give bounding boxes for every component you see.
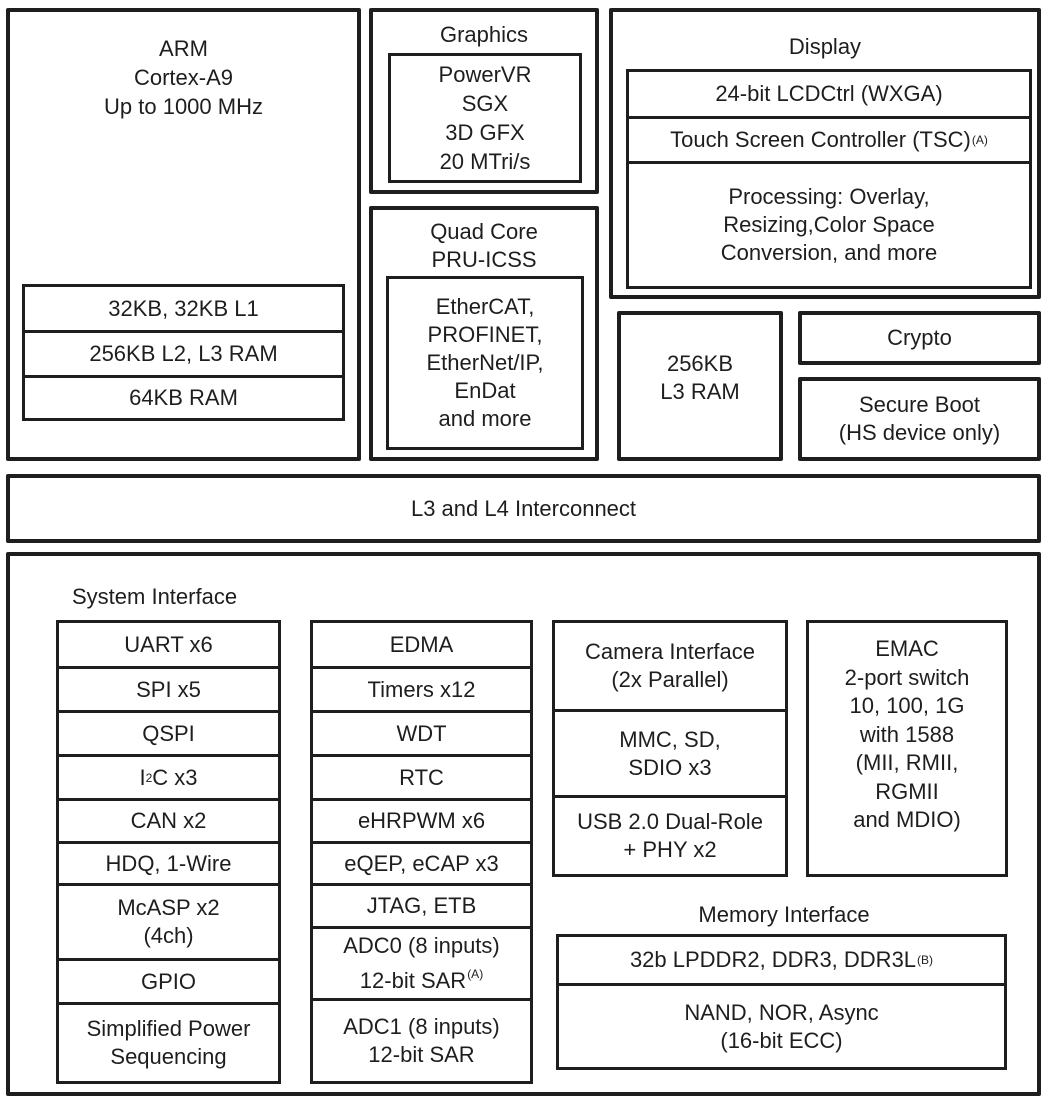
pru-icss-block: Quad Core PRU-ICSS EtherCAT, PROFINET, E… bbox=[369, 206, 599, 461]
ddr-controller: 32b LPDDR2, DDR3, DDR3L(B) bbox=[559, 937, 1004, 983]
display-block: Display 24-bit LCDCtrl (WXGA) Touch Scre… bbox=[609, 8, 1041, 299]
display-stack: 24-bit LCDCtrl (WXGA) Touch Screen Contr… bbox=[626, 69, 1032, 289]
display-title: Display bbox=[788, 34, 862, 59]
wdt: WDT bbox=[313, 710, 530, 754]
system-interface-label: System Interface bbox=[72, 584, 238, 609]
arm-cortex-a9-block: ARM Cortex-A9 Up to 1000 MHz 32KB, 32KB … bbox=[6, 8, 361, 461]
camera-interface: Camera Interface (2x Parallel) bbox=[585, 639, 755, 692]
jtag-etb: JTAG, ETB bbox=[313, 883, 530, 926]
hdq: HDQ, 1-Wire bbox=[59, 841, 278, 883]
spi: SPI x5 bbox=[59, 666, 278, 710]
adc1: ADC1 (8 inputs) 12-bit SAR bbox=[313, 998, 530, 1081]
arm-title: ARM Cortex-A9 Up to 1000 MHz bbox=[104, 36, 263, 119]
powervr-sgx: PowerVR SGX 3D GFX 20 MTri/s bbox=[438, 62, 532, 174]
arm-ram: 64KB RAM bbox=[25, 375, 342, 418]
peripherals-block bbox=[6, 552, 1041, 1096]
emac-block: EMAC 2-port switch 10, 100, 1G with 1588… bbox=[806, 620, 1008, 877]
tsc-label: Touch Screen Controller (TSC) bbox=[670, 127, 971, 152]
crypto-block: Crypto bbox=[798, 311, 1041, 365]
memory-interface-label: Memory Interface bbox=[698, 902, 870, 927]
ddr-footnote: (B) bbox=[917, 953, 934, 967]
i2c-post: C x3 bbox=[152, 764, 198, 790]
ddr-label: 32b LPDDR2, DDR3, DDR3L bbox=[629, 947, 917, 972]
arm-memory-stack: 32KB, 32KB L1 256KB L2, L3 RAM 64KB RAM bbox=[22, 284, 345, 421]
adc0: ADC0 (8 inputs)12-bit SAR(A) bbox=[313, 926, 530, 998]
simplified-power-sequencing: Simplified Power Sequencing bbox=[59, 1002, 278, 1081]
i2c-sup: 2 bbox=[145, 770, 153, 785]
l3-ram-label: 256KB L3 RAM bbox=[660, 351, 740, 404]
system-interface-col3: Camera Interface (2x Parallel) MMC, SD, … bbox=[552, 620, 788, 877]
industrial-protocols: EtherCAT, PROFINET, EtherNet/IP, EnDat a… bbox=[426, 294, 544, 431]
nand-nor-async: NAND, NOR, Async (16-bit ECC) bbox=[559, 983, 1004, 1067]
uart: UART x6 bbox=[124, 631, 213, 657]
pru-title: Quad Core PRU-ICSS bbox=[430, 219, 538, 272]
rtc: RTC bbox=[313, 754, 530, 798]
mmc-sd-sdio: MMC, SD, SDIO x3 bbox=[555, 709, 785, 795]
lcd-controller: 24-bit LCDCtrl (WXGA) bbox=[715, 81, 943, 106]
adc0-line2: 12-bit SAR(A) bbox=[360, 960, 483, 995]
l2-cache: 256KB L2, L3 RAM bbox=[25, 330, 342, 375]
edma: EDMA bbox=[389, 631, 454, 657]
memory-interface-stack: 32b LPDDR2, DDR3, DDR3L(B) NAND, NOR, As… bbox=[556, 934, 1007, 1070]
usb: USB 2.0 Dual-Role + PHY x2 bbox=[555, 795, 785, 874]
l1-cache: 32KB, 32KB L1 bbox=[108, 295, 259, 321]
system-interface-col2: EDMA Timers x12 WDT RTC eHRPWM x6 eQEP, … bbox=[310, 620, 533, 1084]
adc0-footnote: (A) bbox=[467, 967, 484, 981]
l3-ram-block: 256KB L3 RAM bbox=[617, 311, 783, 461]
secure-boot-label: Secure Boot (HS device only) bbox=[838, 392, 1001, 445]
i2c-pre: I bbox=[139, 764, 146, 790]
qspi: QSPI bbox=[59, 710, 278, 754]
graphics-title: Graphics bbox=[439, 22, 529, 47]
secure-boot-block: Secure Boot (HS device only) bbox=[798, 377, 1041, 461]
display-processing: Processing: Overlay, Resizing,Color Spac… bbox=[629, 161, 1029, 286]
interconnect-label: L3 and L4 Interconnect bbox=[410, 495, 637, 521]
graphics-core: PowerVR SGX 3D GFX 20 MTri/s bbox=[388, 53, 582, 183]
can: CAN x2 bbox=[59, 798, 278, 841]
crypto-label: Crypto bbox=[887, 325, 952, 350]
eqep-ecap: eQEP, eCAP x3 bbox=[313, 841, 530, 883]
graphics-block: Graphics PowerVR SGX 3D GFX 20 MTri/s bbox=[369, 8, 599, 194]
mcasp: McASP x2 (4ch) bbox=[59, 883, 278, 958]
timers: Timers x12 bbox=[313, 666, 530, 710]
gpio: GPIO bbox=[59, 958, 278, 1002]
touch-screen-controller: Touch Screen Controller (TSC)(A) bbox=[629, 116, 1029, 161]
ehrpwm: eHRPWM x6 bbox=[313, 798, 530, 841]
adc0-line1: ADC0 (8 inputs) bbox=[343, 933, 500, 958]
tsc-footnote: (A) bbox=[971, 133, 988, 147]
pru-protocols: EtherCAT, PROFINET, EtherNet/IP, EnDat a… bbox=[386, 276, 584, 450]
adc0-sar: 12-bit SAR bbox=[359, 968, 467, 993]
emac-label: EMAC 2-port switch 10, 100, 1G with 1588… bbox=[844, 636, 970, 832]
interconnect-block: L3 and L4 Interconnect bbox=[6, 474, 1041, 543]
